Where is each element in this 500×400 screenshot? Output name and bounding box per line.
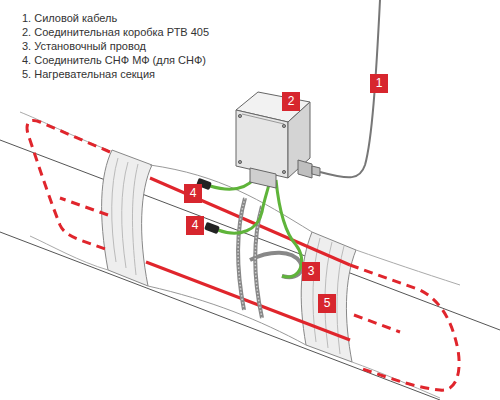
legend-list-item: 3. Установочный провод xyxy=(22,40,146,53)
callout-number: 3 xyxy=(302,262,320,281)
callout-number: 5 xyxy=(318,294,336,313)
installation-wire xyxy=(210,178,302,277)
pipe-edge xyxy=(0,232,440,400)
insulation-wrap xyxy=(102,150,152,286)
pipe-body xyxy=(0,140,500,400)
callout-number: 4 xyxy=(184,184,202,203)
callout-number: 1 xyxy=(370,74,388,93)
legend-list-item: 4. Соединитель СНФ МФ (для СНФ) xyxy=(22,54,206,67)
clamp-teeth xyxy=(238,198,262,318)
insulation-folds xyxy=(112,158,138,275)
legend-list-item: 5. Нагревательная секция xyxy=(22,68,155,81)
callout-number: 4 xyxy=(186,216,204,235)
insulation-outline xyxy=(148,165,312,345)
callout-number: 2 xyxy=(282,92,300,111)
insulation-wrap xyxy=(301,232,356,362)
insulation-outline xyxy=(20,112,108,270)
legend-list-item: 2. Соединительная коробка РТВ 405 xyxy=(22,26,209,39)
clamp-band xyxy=(238,198,302,318)
cable-gland xyxy=(298,160,320,178)
heating-section xyxy=(146,178,350,340)
legend-list-item: 1. Силовой кабель xyxy=(22,12,117,25)
